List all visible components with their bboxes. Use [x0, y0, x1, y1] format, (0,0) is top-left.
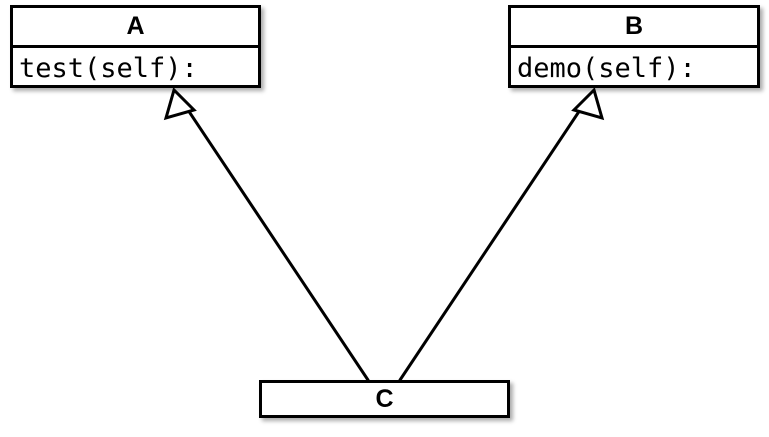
class-name-c: C — [375, 384, 394, 413]
generalization-line-c-a — [182, 102, 370, 382]
class-member-b-0: demo(self): — [517, 52, 696, 84]
hollow-triangle-arrowhead-b — [571, 87, 605, 121]
class-members-b: demo(self): — [511, 48, 757, 88]
class-divider-a — [13, 45, 258, 48]
class-box-b[interactable]: B demo(self): — [508, 5, 760, 88]
generalization-c-to-a — [163, 87, 370, 382]
generalization-c-to-b — [398, 87, 605, 382]
class-name-b: B — [624, 12, 644, 40]
class-box-a[interactable]: A test(self): — [10, 5, 261, 88]
class-member-a-0: test(self): — [19, 52, 198, 84]
class-divider-b — [511, 45, 757, 48]
hollow-triangle-arrowhead-a — [163, 87, 197, 121]
class-members-a: test(self): — [13, 48, 258, 88]
class-box-c[interactable]: C — [259, 380, 510, 418]
class-name-a: A — [126, 12, 145, 40]
generalization-line-c-b — [398, 102, 586, 382]
